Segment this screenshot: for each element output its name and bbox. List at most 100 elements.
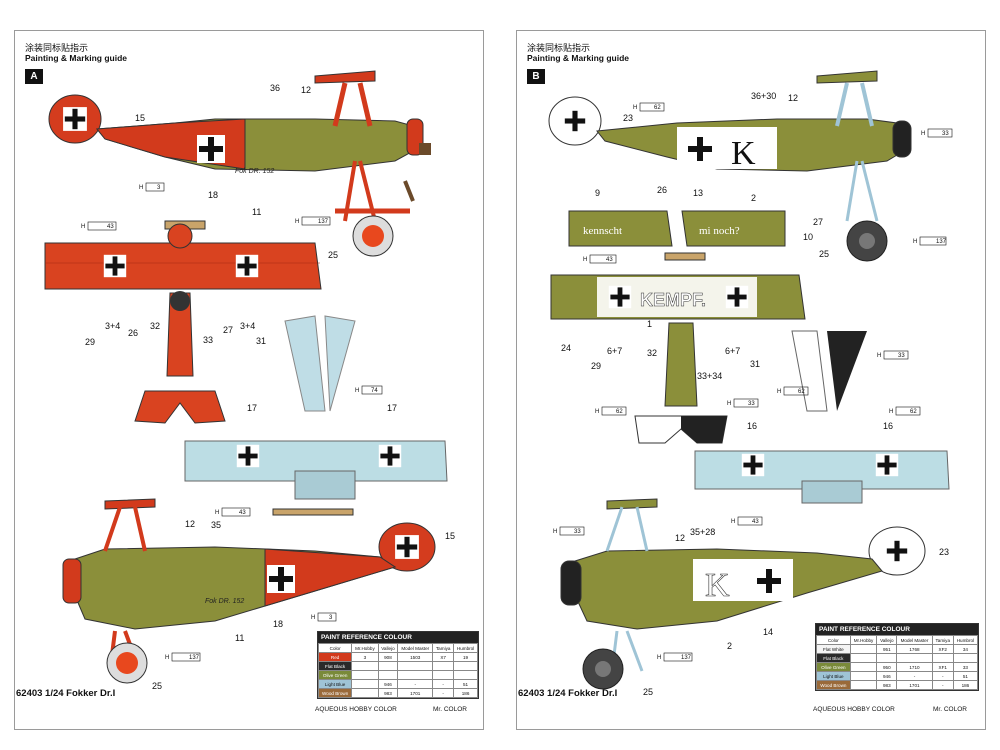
svg-text:12: 12 xyxy=(301,85,311,95)
svg-text:12: 12 xyxy=(788,93,798,103)
top-view: KEMPF. xyxy=(550,252,806,444)
svg-text:3+4: 3+4 xyxy=(105,321,120,331)
table-title: PAINT REFERENCE COLOUR xyxy=(816,624,978,635)
svg-text:H: H xyxy=(295,219,299,225)
svg-text:12: 12 xyxy=(675,533,685,543)
svg-text:10: 10 xyxy=(803,232,813,242)
svg-text:35+28: 35+28 xyxy=(690,527,715,537)
svg-text:33: 33 xyxy=(748,401,755,407)
svg-text:25: 25 xyxy=(152,681,162,691)
svg-text:15: 15 xyxy=(445,531,455,541)
svg-text:H: H xyxy=(877,353,881,359)
legend-mr-color: Mr. COLOR xyxy=(433,706,467,713)
svg-text:43: 43 xyxy=(606,257,613,263)
svg-text:43: 43 xyxy=(752,519,759,525)
tail-text-right: mi noch? xyxy=(699,225,740,237)
instruction-sheet-b: 涂装同标贴指示 Painting & Marking guide B K xyxy=(516,30,986,730)
svg-text:137: 137 xyxy=(681,655,692,661)
header-english: Painting & Marking guide xyxy=(527,53,630,63)
fuselage-serial-2: Fok DR. 152 xyxy=(205,598,244,605)
svg-text:11: 11 xyxy=(235,633,244,643)
svg-text:35: 35 xyxy=(211,520,221,530)
svg-text:137: 137 xyxy=(936,239,947,245)
tail-text-left: kennscht xyxy=(583,225,622,237)
svg-text:3: 3 xyxy=(157,185,161,191)
svg-text:H: H xyxy=(731,519,735,525)
svg-text:15: 15 xyxy=(135,113,145,123)
svg-text:17: 17 xyxy=(387,403,397,413)
side-view-left: Fok DR. 152 xyxy=(48,70,431,257)
svg-text:33+34: 33+34 xyxy=(697,371,722,381)
legend-mr-color: Mr. COLOR xyxy=(933,706,967,713)
svg-text:62: 62 xyxy=(910,409,917,415)
svg-text:25: 25 xyxy=(328,250,338,260)
svg-text:27: 27 xyxy=(813,217,823,227)
legend-aqueous: AQUEOUS HOBBY COLOR xyxy=(315,706,397,713)
bottom-view xyxy=(184,315,448,516)
footer-b: 62403 1/24 Fokker Dr.I xyxy=(518,688,618,699)
svg-text:11: 11 xyxy=(252,207,261,217)
svg-text:H: H xyxy=(165,655,169,661)
svg-text:137: 137 xyxy=(318,219,329,225)
callouts-b: 23 36+30 12 13 2 9 26 27 10 25 24 1 32 6… xyxy=(561,91,949,697)
svg-text:18: 18 xyxy=(208,190,218,200)
svg-text:12: 12 xyxy=(185,519,195,529)
svg-text:43: 43 xyxy=(107,224,114,230)
side-view-left: K xyxy=(548,70,912,262)
svg-text:18: 18 xyxy=(273,619,283,629)
svg-text:137: 137 xyxy=(189,655,200,661)
header-chinese: 涂装同标贴指示 xyxy=(527,44,591,54)
svg-text:29: 29 xyxy=(85,337,95,347)
svg-text:H: H xyxy=(311,615,315,621)
side-view-right: K xyxy=(560,498,926,690)
svg-text:23: 23 xyxy=(623,113,633,123)
footer-a: 62403 1/24 Fokker Dr.I xyxy=(16,688,116,699)
callouts-a: 15 36 12 18 11 25 3+4 26 32 33 27 3+4 29… xyxy=(85,83,455,691)
table-title: PAINT REFERENCE COLOUR xyxy=(318,632,478,643)
svg-text:33: 33 xyxy=(203,335,213,345)
svg-text:13: 13 xyxy=(693,188,703,198)
svg-text:36+30: 36+30 xyxy=(751,91,776,101)
svg-text:62: 62 xyxy=(616,409,623,415)
svg-text:32: 32 xyxy=(647,348,657,358)
svg-text:62: 62 xyxy=(654,105,661,111)
svg-text:23: 23 xyxy=(939,547,949,557)
side-view-right: Fok DR. 152 xyxy=(62,498,436,684)
bottom-view xyxy=(694,330,950,504)
side-letter-2: K xyxy=(705,567,730,604)
header-chinese: 涂装同标贴指示 xyxy=(25,44,89,54)
svg-text:17: 17 xyxy=(247,403,257,413)
svg-text:2: 2 xyxy=(751,193,756,203)
svg-text:2: 2 xyxy=(727,641,732,651)
svg-text:H: H xyxy=(215,510,219,516)
svg-text:H: H xyxy=(139,185,143,191)
svg-text:H: H xyxy=(595,409,599,415)
scheme-badge: A xyxy=(25,69,43,84)
svg-text:29: 29 xyxy=(591,361,601,371)
svg-text:H: H xyxy=(553,529,557,535)
svg-text:62: 62 xyxy=(798,389,805,395)
sheet-b-artwork: K kennscht mi noch? KEMPF. xyxy=(548,70,953,697)
svg-text:3+4: 3+4 xyxy=(240,321,255,331)
svg-text:6+7: 6+7 xyxy=(607,346,622,356)
svg-text:33: 33 xyxy=(898,353,905,359)
svg-text:32: 32 xyxy=(150,321,160,331)
svg-text:31: 31 xyxy=(256,336,266,346)
svg-text:43: 43 xyxy=(239,510,246,516)
svg-text:H: H xyxy=(583,257,587,263)
legend-aqueous: AQUEOUS HOBBY COLOR xyxy=(813,706,895,713)
svg-text:16: 16 xyxy=(883,421,893,431)
svg-text:1: 1 xyxy=(647,319,652,329)
scheme-badge: B xyxy=(527,69,545,84)
svg-text:27: 27 xyxy=(223,325,233,335)
svg-text:H: H xyxy=(889,409,893,415)
svg-text:3: 3 xyxy=(329,615,333,621)
svg-text:36: 36 xyxy=(270,83,280,93)
tail-band-detail: kennscht mi noch? xyxy=(568,210,786,247)
svg-text:6+7: 6+7 xyxy=(725,346,740,356)
svg-text:H: H xyxy=(777,389,781,395)
svg-text:H: H xyxy=(633,105,637,111)
